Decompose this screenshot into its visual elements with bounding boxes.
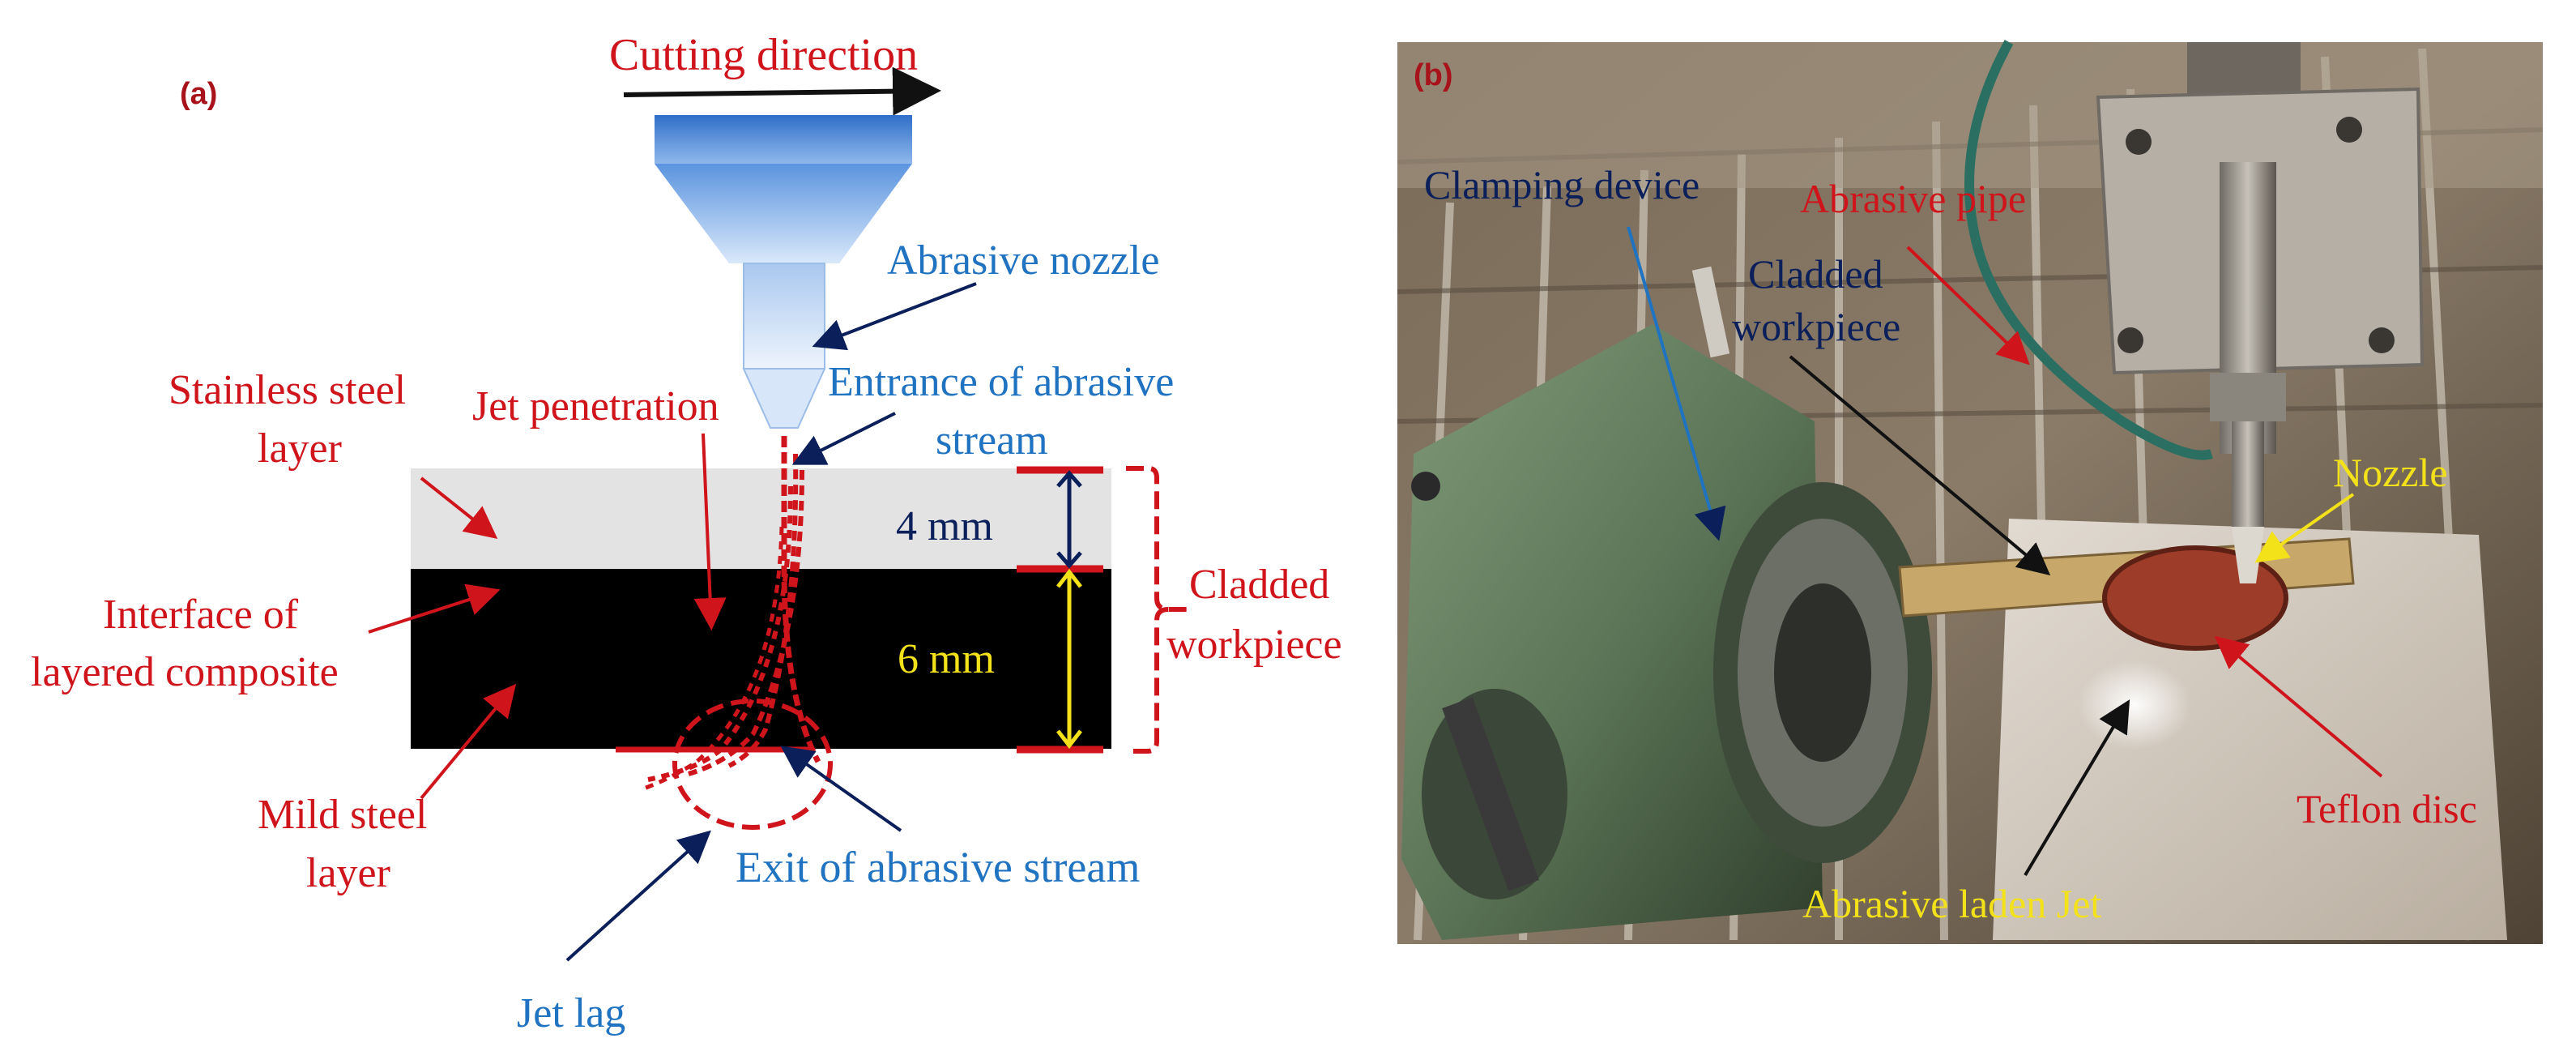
dim-6mm-arrowhead-up [1056,568,1082,588]
abrasive-nozzle-arrow [812,282,977,351]
stainless-label-line1: Stainless steel [168,367,406,413]
jet-lag-circle [672,699,833,830]
jet-cut-line-4 [647,485,793,782]
abrasive-jet-glow [2078,660,2191,750]
head-bolt-4 [2336,117,2362,143]
cladded-label-line2: workpiece [1166,622,1342,668]
jet-lag-label: Jet lag [517,990,625,1036]
cladded-bracket [1126,466,1189,754]
abrasive-jet-arrow [2024,699,2130,877]
abrasive-nozzle-label: Abrasive nozzle [887,237,1159,284]
stainless-steel-layer [411,468,1111,569]
interface-arrow [368,583,501,634]
clamp-bolt [1411,472,1440,501]
cutting-direction-arrow [623,66,941,116]
jet-cut-line-1 [781,436,821,763]
panel-a-label: (a) [180,77,217,111]
exit-stream-label: Exit of abrasive stream [736,843,1140,891]
cutting-direction-label: Cutting direction [609,30,918,80]
panel-a: (a) Cutting direction Abrasive nozzle [31,30,1342,1036]
interface-label-line1: Interface of [103,592,299,638]
mild-label-line2: layer [306,850,390,896]
entrance-arrow [791,412,896,465]
abrasive-jet-label: Abrasive laden Jet [1802,881,2101,926]
stainless-label-line2: layer [258,425,342,472]
clamping-device-arrow [1627,226,1726,541]
cladded-label-b-line1: Cladded [1748,251,1883,297]
jet-cut-line-2 [727,453,799,768]
nozzle-arrow [2254,493,2355,563]
nozzle-tip [742,368,826,429]
clamp-pin [1691,266,1730,358]
clamp-handle [1442,697,1539,891]
nozzle-cone [655,164,912,263]
exit-stream-arrow [780,746,902,832]
interface-label-line2: layered composite [31,649,339,695]
nozzle-head [655,115,912,164]
jet-penetration-label: Jet penetration [472,383,719,429]
head-bolt-2 [2118,327,2143,353]
nozzle-label: Nozzle [2333,450,2448,495]
teflon-disc-arrow [2214,635,2383,778]
cladded-label-line1: Cladded [1189,562,1329,608]
thickness-dimensions: 4 mm 6 mm [896,466,1103,754]
jet-cut-line-5 [639,526,784,793]
clamping-device-label: Clamping device [1424,162,1700,207]
nozzle-tube [743,263,825,370]
jet-cut-line-3 [688,469,804,776]
chuck-center [1774,583,1871,762]
mild-label-line1: Mild steel [258,792,427,838]
cladded-label-b-line2: workpiece [1732,304,1900,349]
head-bolt-3 [2369,327,2395,353]
stainless-arrow [420,476,498,539]
panel-b-label: (b) [1414,58,1453,92]
abrasive-pipe-hose [1964,40,2213,460]
cladded-workpiece-arrow [1789,355,2051,576]
panel-b: (b) Clamping device Abrasive pipe Cladde… [1397,40,2544,944]
abrasive-nozzle [655,115,912,429]
entrance-label-line1: Entrance of abrasive [828,359,1174,405]
head-collar [2210,373,2286,421]
dim-4mm-arrowhead-up [1056,470,1082,488]
abrasive-pipe-label: Abrasive pipe [1800,176,2026,221]
jet-lag-arrow [565,830,711,962]
dim-6mm-label: 6 mm [898,636,995,682]
cutting-head [2096,42,2425,583]
teflon-disc-label: Teflon disc [2297,786,2477,831]
clamping-device [1401,266,1932,940]
mild-arrow [420,683,517,800]
entrance-label-line2: stream [936,417,1048,464]
head-nozzle-tube [2232,421,2264,527]
head-bolt-1 [2126,129,2152,155]
jet-stream [616,436,821,793]
jet-penetration-arrow [693,433,727,630]
dim-6mm-arrowhead-down [1056,729,1082,750]
dim-4mm-arrowhead-down [1056,551,1082,569]
dim-4mm-label: 4 mm [896,503,993,549]
abrasive-pipe-arrow [1906,246,2030,365]
